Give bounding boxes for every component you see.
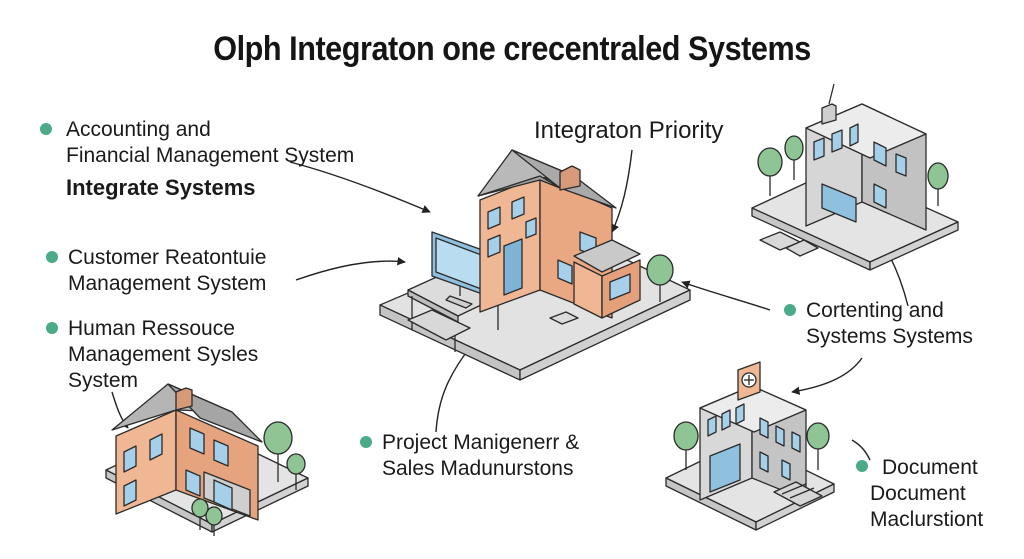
crm-label-line2: Management System: [68, 272, 267, 295]
hr-bullet: [46, 322, 58, 334]
hr-label-line1: Human Ressouce: [68, 317, 235, 340]
content-bullet: [784, 304, 796, 316]
document-label: Document Document Maclurstiont: [870, 455, 983, 533]
accounting-bullet: [40, 123, 52, 135]
hr-label: Human Ressouce Management Sysles System: [68, 316, 258, 394]
content-label-line1: Cortenting and: [806, 299, 944, 322]
connector-document: [851, 439, 871, 461]
connector-priority: [611, 149, 633, 233]
bottom-left-house: [105, 383, 309, 536]
connector-accounting: [289, 161, 431, 213]
crm-bullet: [46, 251, 58, 263]
hr-label-line2: Management Sysles: [68, 343, 259, 366]
crm-label-line1: Customer Reatontuie: [68, 246, 267, 269]
accounting-label: Accounting and Financial Management Syst…: [66, 117, 354, 201]
priority-label-text: Integraton Priority: [534, 117, 724, 144]
top-right-office-building: [751, 83, 959, 271]
project-label: Project Manigenerr & Sales Madunurstons: [382, 430, 579, 482]
accounting-label-sub: Integrate Systems: [66, 175, 256, 200]
central-office-building: [379, 149, 691, 381]
bottom-right-civic-building: [665, 361, 835, 531]
connector-crm: [295, 256, 406, 281]
content-label: Cortenting and Systems Systems: [806, 298, 973, 350]
accounting-label-line1: Accounting and: [66, 118, 211, 141]
accounting-label-line2: Financial Management System: [66, 144, 355, 167]
document-label-line2: Document: [870, 482, 966, 505]
content-label-line2: Systems Systems: [806, 325, 973, 348]
connector-doc-building: [791, 357, 863, 395]
project-bullet: [360, 436, 372, 448]
connector-project: [435, 344, 473, 433]
crm-label: Customer Reatontuie Management System: [68, 245, 266, 297]
connectors: [111, 149, 909, 461]
project-label-line2: Sales Madunurstons: [382, 457, 574, 480]
priority-label: Integraton Priority: [534, 118, 723, 144]
document-label-line3: Maclurstiont: [870, 508, 984, 531]
document-bullet: [856, 460, 868, 472]
diagram-title: Olph Integraton one crecentraled Systems: [213, 30, 811, 68]
document-label-line1: Document: [882, 456, 978, 479]
hr-label-line3: System: [68, 369, 139, 392]
project-label-line1: Project Manigenerr &: [382, 431, 580, 454]
connector-content: [681, 280, 771, 311]
